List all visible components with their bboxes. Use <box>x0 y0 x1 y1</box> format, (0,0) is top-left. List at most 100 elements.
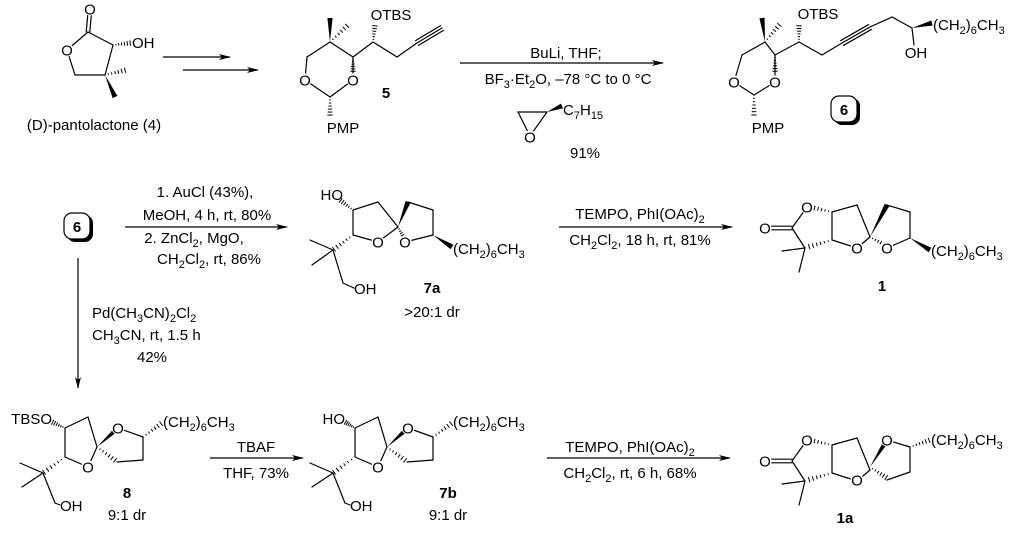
compound-7b: HO OH (CH2)6CH3 7b 9:1 dr <box>323 411 525 524</box>
oxygen-atom-label: O <box>399 235 411 252</box>
atom-mask <box>111 421 125 435</box>
yield: 42% <box>137 349 167 366</box>
triple-bond <box>840 23 870 42</box>
compound-5-skeleton <box>304 18 445 116</box>
hashed-bond <box>51 419 64 428</box>
compound-1a: (CH2)6CH3 1a <box>837 432 1003 527</box>
single-bond <box>886 471 911 481</box>
single-bond <box>19 462 44 474</box>
oxygen-atom-label: O <box>372 460 384 477</box>
wedge-bond <box>327 18 333 42</box>
triple-bond <box>416 27 443 44</box>
atom-mask <box>758 454 772 468</box>
hashed-bond <box>331 23 350 41</box>
compound-4-pantolactone: OH (D)-pantolactone (4) <box>27 35 161 134</box>
single-bond <box>774 41 800 56</box>
triple-bond <box>417 29 445 47</box>
atom-mask <box>523 130 537 144</box>
atom-mask <box>401 421 415 435</box>
single-bond <box>377 416 388 448</box>
wedge-bond <box>398 201 411 227</box>
oxygen-atom-label: O <box>347 73 359 90</box>
condition-below: CH2Cl2, rt, 6 h, 68% <box>563 465 696 485</box>
condition-above: TEMPO, PhI(OAc)2 <box>565 439 694 459</box>
otbs-label: OTBS <box>371 7 412 24</box>
condition-line: 1. AuCl (43%), <box>157 184 254 201</box>
atom-mask <box>850 241 864 255</box>
single-bond <box>886 204 911 213</box>
single-bond <box>831 204 858 213</box>
hashed-bond <box>99 448 118 463</box>
hashed-bond <box>807 240 829 250</box>
oxygen-atom-label: O <box>881 241 893 258</box>
hydroxyl-label: OH <box>905 45 928 62</box>
oxygen-atom-label: O <box>728 75 740 92</box>
atom-mask <box>880 433 894 447</box>
hydroxyl-label: OH <box>60 498 83 515</box>
single-bond <box>856 204 871 238</box>
compound-number: 6 <box>73 219 81 236</box>
condition-above: BuLi, THF; <box>530 45 601 62</box>
hashed-bond <box>766 22 782 41</box>
oxygen-atom-label: O <box>524 130 536 147</box>
wedge-bond <box>912 20 933 28</box>
condition-line: MeOH, 4 h, rt, 80% <box>143 207 271 224</box>
single-bond <box>741 41 766 56</box>
pmp-label: PMP <box>752 120 785 137</box>
hashed-bond <box>871 467 889 481</box>
single-bond <box>309 239 334 251</box>
heptyl-chain: (CH2)6CH3 <box>453 241 525 261</box>
hashed-bond <box>751 97 757 116</box>
oxygen-atom-label: O <box>82 460 94 477</box>
hashed-bond <box>389 448 408 463</box>
compound-7a: HO OH (CH2)6CH3 7a >20:1 dr <box>321 187 525 321</box>
wedge-bond <box>105 75 118 99</box>
single-bond <box>781 247 806 252</box>
hashed-bond <box>772 57 778 72</box>
atom-mask <box>83 2 97 16</box>
compound-6-badge-row2: 6 <box>63 212 93 242</box>
single-bond <box>821 42 843 56</box>
single-bond <box>377 201 399 228</box>
tbso-label: TBSO <box>11 411 52 428</box>
conditions-oxidation-2: TEMPO, PhI(OAc)2 CH2Cl2, rt, 6 h, 68% <box>563 439 696 485</box>
oxygen-atom-label: O <box>851 473 863 490</box>
heptyl-chain: (CH2)6CH3 <box>163 414 235 434</box>
single-bond <box>831 437 858 446</box>
hydroxyl-label: OH <box>354 281 377 298</box>
epoxide-substituent: C7H15 <box>563 102 603 122</box>
atom-mask <box>81 460 95 474</box>
hydroxyl-label: OH <box>350 498 373 515</box>
single-bond <box>352 41 374 58</box>
hashed-bond <box>350 58 356 72</box>
compound-1: (CH2)6CH3 1 <box>878 243 1003 295</box>
condition-line: CH2Cl2, rt, 86% <box>157 251 261 271</box>
single-bond <box>911 27 915 46</box>
single-bond <box>116 459 144 463</box>
atom-mask <box>371 235 385 249</box>
single-bond <box>332 472 346 504</box>
atom-mask <box>800 433 814 447</box>
compound-4-caption: (D)-pantolactone (4) <box>27 117 161 134</box>
hashed-bond <box>332 458 353 475</box>
hashed-bond <box>435 421 454 436</box>
single-bond <box>54 502 61 506</box>
otbs-label: OTBS <box>798 6 839 23</box>
compound-6-badge: 6 <box>830 95 860 125</box>
compound-number: 1 <box>878 278 886 295</box>
hashed-bond <box>807 473 829 483</box>
condition-below: THF, 73% <box>223 465 289 482</box>
wedge-bond <box>759 17 765 42</box>
compound-number: 8 <box>123 485 131 502</box>
wedge-bond <box>547 103 563 112</box>
hashed-bond <box>912 437 931 447</box>
oxygen-atom-label: O <box>759 454 771 471</box>
heptyl-chain: (CH2)6CH3 <box>931 432 1003 452</box>
single-bond <box>396 42 418 58</box>
atom-mask <box>346 73 360 87</box>
diastereomeric-ratio: 9:1 dr <box>429 507 467 524</box>
compound-4-skeleton <box>66 9 131 99</box>
yield: 91% <box>570 145 600 162</box>
hashed-bond <box>115 40 131 46</box>
